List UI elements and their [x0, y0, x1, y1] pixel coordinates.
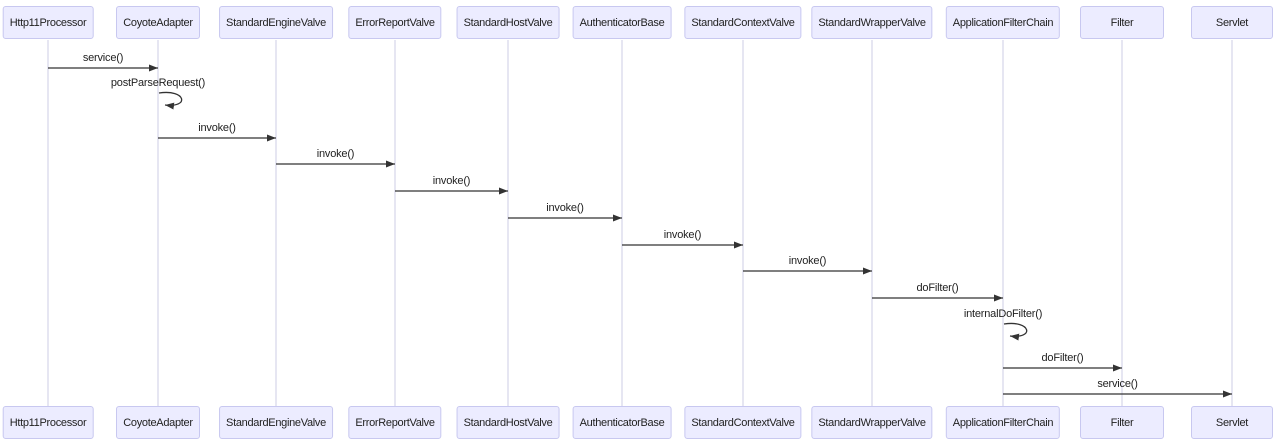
participant-top-StandardWrapperValve: StandardWrapperValve: [811, 6, 933, 39]
participant-top-Servlet: Servlet: [1191, 6, 1273, 39]
message-self-loop-internalDoFilter: [1003, 322, 1028, 341]
participant-bottom-CoyoteAdapter: CoyoteAdapter: [116, 406, 200, 439]
message-label-invoke: invoke(): [663, 229, 702, 241]
participant-bottom-Servlet: Servlet: [1191, 406, 1273, 439]
message-label-doFilter: doFilter(): [916, 282, 959, 294]
participant-top-StandardContextValve: StandardContextValve: [684, 6, 802, 39]
participant-bottom-ErrorReportValve: ErrorReportValve: [348, 406, 442, 439]
message-label-invoke: invoke(): [546, 202, 584, 214]
participant-bottom-StandardEngineValve: StandardEngineValve: [219, 406, 333, 439]
participant-top-Http11Processor: Http11Processor: [2, 6, 94, 39]
message-label-invoke: invoke(): [432, 175, 471, 187]
participant-bottom-StandardContextValve: StandardContextValve: [684, 406, 802, 439]
participant-top-Filter: Filter: [1080, 6, 1164, 39]
message-label-invoke: invoke(): [788, 255, 827, 267]
participant-bottom-Http11Processor: Http11Processor: [2, 406, 94, 439]
message-label-internalDoFilter: internalDoFilter(): [963, 308, 1043, 320]
participant-top-ErrorReportValve: ErrorReportValve: [348, 6, 442, 39]
participant-bottom-Filter: Filter: [1080, 406, 1164, 439]
participant-top-CoyoteAdapter: CoyoteAdapter: [116, 6, 200, 39]
message-label-service: service(): [1097, 378, 1138, 390]
participant-top-ApplicationFilterChain: ApplicationFilterChain: [945, 6, 1061, 39]
message-label-postParseRequest: postParseRequest(): [110, 77, 206, 89]
participant-bottom-StandardHostValve: StandardHostValve: [456, 406, 560, 439]
participant-bottom-StandardWrapperValve: StandardWrapperValve: [811, 406, 933, 439]
participant-bottom-ApplicationFilterChain: ApplicationFilterChain: [945, 406, 1061, 439]
message-self-loop-postParseRequest: [158, 91, 183, 110]
participant-bottom-AuthenticatorBase: AuthenticatorBase: [572, 406, 672, 439]
participant-top-StandardEngineValve: StandardEngineValve: [219, 6, 333, 39]
message-label-invoke: invoke(): [198, 122, 236, 134]
message-label-invoke: invoke(): [316, 148, 355, 160]
message-label-doFilter: doFilter(): [1041, 352, 1084, 364]
message-label-service: service(): [82, 52, 124, 64]
participant-top-AuthenticatorBase: AuthenticatorBase: [572, 6, 672, 39]
participant-top-StandardHostValve: StandardHostValve: [456, 6, 560, 39]
